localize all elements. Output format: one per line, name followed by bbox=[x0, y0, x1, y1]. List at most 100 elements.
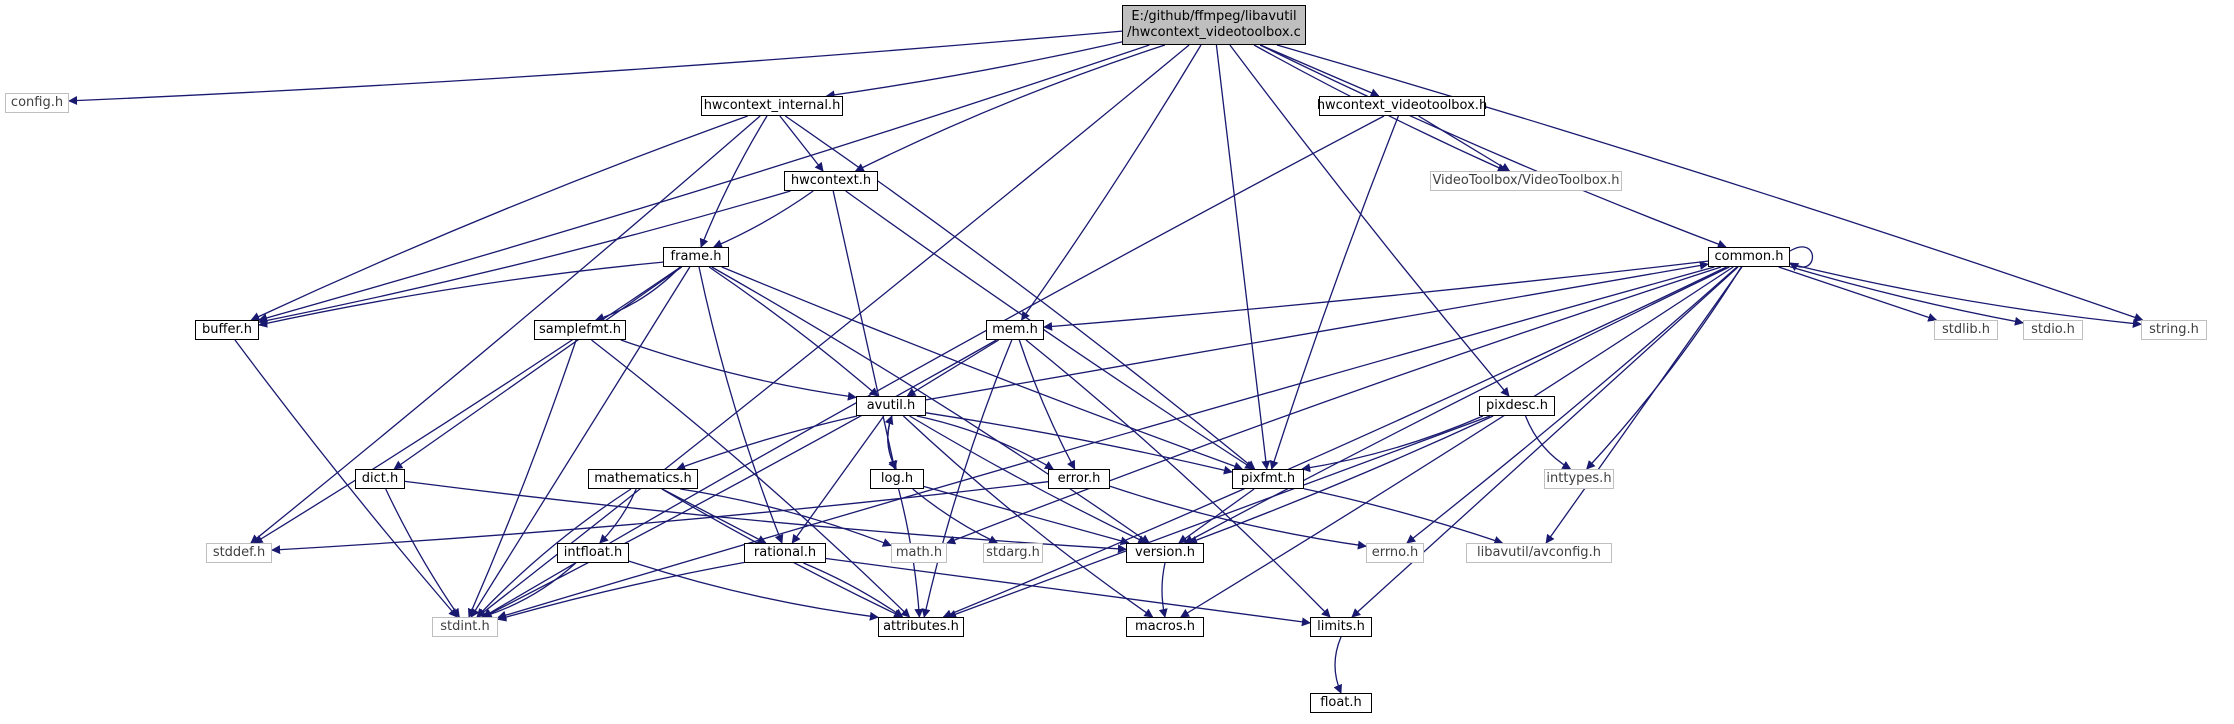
node-version[interactable]: version.h bbox=[1126, 543, 1204, 563]
node-float[interactable]: float.h bbox=[1310, 693, 1372, 713]
edge-common-to-stdlib bbox=[1778, 266, 1938, 322]
edge-common-to-stdio bbox=[1789, 266, 2024, 326]
node-stdio: stdio.h bbox=[2023, 320, 2083, 340]
node-hwinternal[interactable]: hwcontext_internal.h bbox=[701, 96, 843, 116]
edge-frame-to-stdint bbox=[470, 266, 691, 618]
edge-samplefmt-to-avutil bbox=[620, 339, 857, 401]
node-label: attributes.h bbox=[883, 618, 959, 634]
edge-mathematics-to-rational bbox=[661, 488, 767, 544]
edge-mem-to-attributes bbox=[921, 339, 1013, 618]
node-math: math.h bbox=[891, 543, 947, 563]
edge-frame-to-avutil bbox=[708, 266, 879, 397]
node-macros[interactable]: macros.h bbox=[1126, 617, 1204, 637]
edge-avutil-to-common bbox=[925, 261, 1709, 401]
edge-rational-to-stdint bbox=[497, 561, 745, 622]
edge-rational-to-limits bbox=[825, 557, 1311, 627]
edge-common-to-limits bbox=[1351, 266, 1739, 618]
node-frame[interactable]: frame.h bbox=[663, 247, 729, 267]
node-label: pixdesc.h bbox=[1485, 397, 1549, 413]
node-buffer[interactable]: buffer.h bbox=[195, 320, 259, 340]
edge-dict-to-version bbox=[404, 480, 1127, 554]
node-samplefmt[interactable]: samplefmt.h bbox=[534, 320, 626, 340]
edge-common-to-avconfig bbox=[1545, 266, 1743, 544]
edge-hwcontext-to-frame bbox=[712, 190, 814, 248]
node-limits[interactable]: limits.h bbox=[1310, 617, 1372, 637]
node-stdlib: stdlib.h bbox=[1934, 320, 1998, 340]
node-label: stdlib.h bbox=[1942, 321, 1990, 337]
node-hwvt[interactable]: hwcontext_videotoolbox.h bbox=[1316, 96, 1488, 116]
edge-avutil-to-version bbox=[909, 415, 1148, 544]
node-vtvt: VideoToolbox/VideoToolbox.h bbox=[1430, 171, 1622, 191]
node-label: config.h bbox=[10, 94, 64, 110]
edge-log-to-version bbox=[923, 485, 1130, 546]
edge-common-to-errno bbox=[1406, 266, 1738, 544]
edge-hwinternal-to-frame bbox=[699, 115, 768, 248]
node-hwcontext[interactable]: hwcontext.h bbox=[784, 171, 878, 191]
edge-hwvt-to-vtvt bbox=[1418, 115, 1511, 172]
node-label: dict.h bbox=[361, 470, 399, 486]
node-label: pixfmt.h bbox=[1240, 470, 1296, 486]
edge-avutil-to-rational bbox=[791, 415, 885, 544]
node-label: intfloat.h bbox=[563, 544, 623, 560]
node-label: inttypes.h bbox=[1546, 470, 1612, 486]
edge-common-to-mem bbox=[1043, 260, 1709, 331]
node-label: stdarg.h bbox=[986, 544, 1040, 560]
edge-common-to-common bbox=[1789, 246, 1813, 272]
edge-frame-to-buffer bbox=[258, 261, 664, 328]
node-label: stdint.h bbox=[440, 618, 490, 634]
node-stddef: stddef.h bbox=[206, 543, 272, 563]
edge-common-to-stdint bbox=[497, 266, 1715, 620]
node-label: rational.h bbox=[753, 544, 817, 560]
edge-pixdesc-to-attributes bbox=[947, 415, 1491, 619]
edge-pixdesc-to-inttypes bbox=[1524, 415, 1572, 470]
node-rational[interactable]: rational.h bbox=[744, 543, 826, 563]
edge-root-to-hwvt bbox=[1260, 44, 1380, 97]
edge-mem-to-avutil bbox=[906, 339, 1000, 397]
edge-mathematics-to-intfloat bbox=[599, 488, 637, 544]
node-label: macros.h bbox=[1135, 618, 1195, 634]
node-mem[interactable]: mem.h bbox=[986, 320, 1044, 340]
node-avutil[interactable]: avutil.h bbox=[856, 396, 926, 416]
node-common[interactable]: common.h bbox=[1708, 247, 1790, 267]
edge-intfloat-to-stdint bbox=[481, 562, 577, 619]
edge-rational-to-attributes bbox=[803, 562, 904, 618]
node-stdint: stdint.h bbox=[432, 617, 498, 637]
node-label: log.h bbox=[880, 470, 914, 486]
edge-mathematics-to-math bbox=[680, 488, 892, 547]
node-label: VideoToolbox/VideoToolbox.h bbox=[1432, 172, 1620, 188]
node-log[interactable]: log.h bbox=[870, 469, 924, 489]
edge-root-to-hwinternal bbox=[825, 41, 1123, 100]
node-intfloat[interactable]: intfloat.h bbox=[557, 543, 629, 563]
edge-root-to-pixfmt bbox=[1215, 44, 1271, 470]
edge-hwinternal-to-stddef bbox=[250, 115, 761, 544]
edge-common-to-attributes bbox=[942, 266, 1727, 619]
edge-common-to-math bbox=[946, 266, 1722, 545]
edge-common-to-macros bbox=[1180, 266, 1734, 618]
node-mathematics[interactable]: mathematics.h bbox=[588, 469, 698, 489]
node-attributes[interactable]: attributes.h bbox=[878, 617, 964, 637]
edge-hwinternal-to-pixfmt bbox=[784, 115, 1256, 470]
node-inttypes: inttypes.h bbox=[1544, 469, 1614, 489]
node-label: errno.h bbox=[1371, 544, 1419, 560]
node-label: limits.h bbox=[1317, 618, 1365, 634]
node-pixfmt[interactable]: pixfmt.h bbox=[1232, 469, 1304, 489]
edge-frame-to-stddef bbox=[253, 266, 681, 544]
edge-hwcontext-to-pixfmt bbox=[845, 190, 1255, 470]
node-label: hwcontext_videotoolbox.h bbox=[1316, 97, 1488, 113]
edge-common-to-string bbox=[1789, 263, 2142, 328]
edges-layer bbox=[68, 30, 2144, 694]
node-error[interactable]: error.h bbox=[1048, 469, 1110, 489]
edge-frame-to-version bbox=[711, 266, 1150, 544]
node-dict[interactable]: dict.h bbox=[355, 469, 405, 489]
edge-frame-to-samplefmt bbox=[595, 266, 681, 322]
node-avconfig: libavutil/avconfig.h bbox=[1466, 543, 1612, 563]
node-label: avutil.h bbox=[866, 397, 916, 413]
node-root[interactable]: E:/github/ffmpeg/libavutil/hwcontext_vid… bbox=[1122, 5, 1306, 45]
edge-hwinternal-to-buffer bbox=[250, 115, 748, 321]
node-label: buffer.h bbox=[202, 321, 252, 337]
edge-pixdesc-to-version bbox=[1188, 415, 1494, 545]
edge-error-to-stddef bbox=[271, 481, 1049, 555]
edge-dict-to-stdint bbox=[385, 488, 460, 618]
edge-hwvt-to-pixfmt bbox=[1269, 115, 1400, 470]
node-pixdesc[interactable]: pixdesc.h bbox=[1479, 396, 1555, 416]
